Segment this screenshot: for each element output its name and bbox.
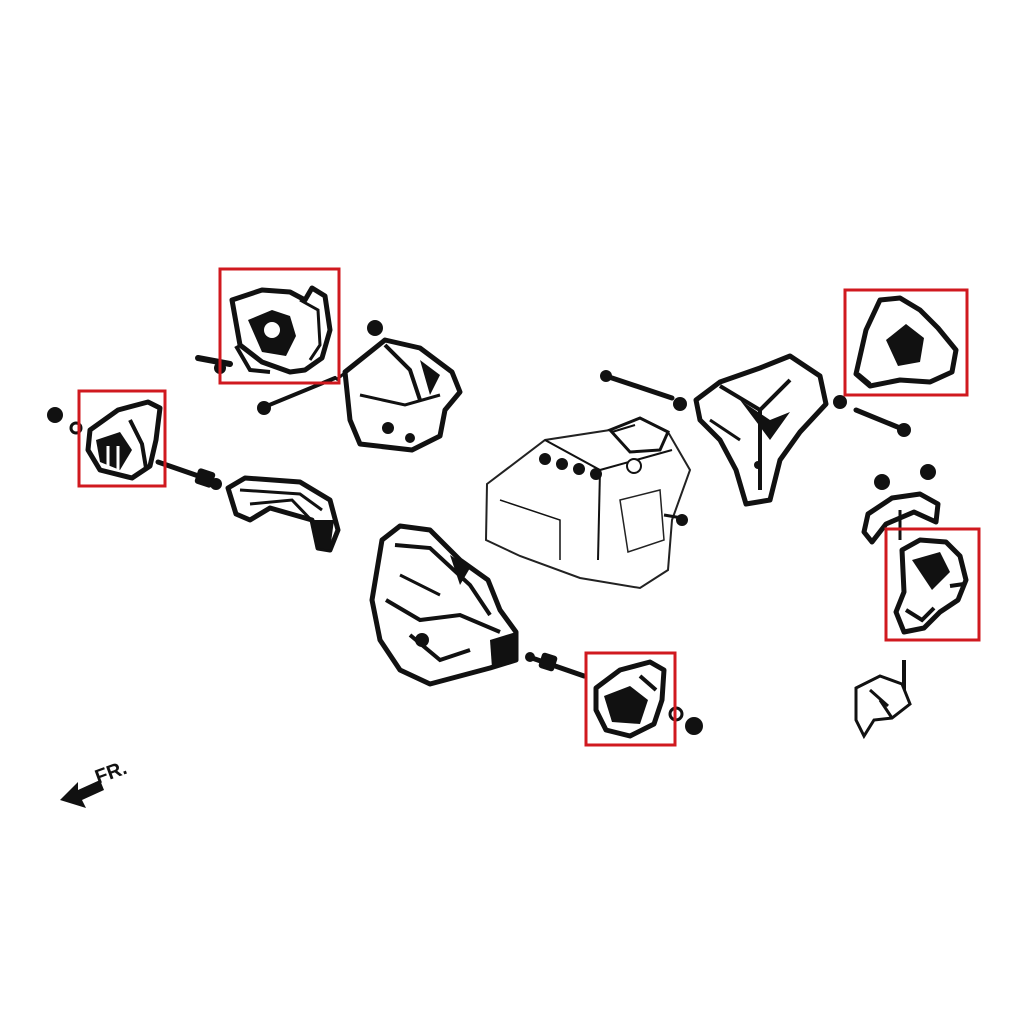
bolt-center-lower bbox=[525, 652, 587, 679]
nut-center-lower bbox=[685, 717, 703, 735]
mount-left bbox=[85, 399, 163, 481]
mount-upper-left bbox=[229, 285, 333, 375]
nut-left bbox=[47, 407, 63, 423]
engine-block bbox=[484, 416, 692, 590]
mount-right bbox=[893, 537, 969, 635]
mount-upper-right bbox=[853, 295, 959, 389]
bracket-lower-right bbox=[854, 660, 912, 740]
highlight-box-left bbox=[77, 389, 167, 488]
bolt-upper-left-a bbox=[195, 355, 233, 374]
nut-right-a bbox=[874, 474, 890, 490]
bracket-center-lower bbox=[369, 523, 519, 687]
bracket-left-rail bbox=[225, 475, 341, 553]
highlight-box-right bbox=[884, 527, 981, 642]
highlight-box-upper-right bbox=[843, 288, 969, 397]
nut-upper-left bbox=[367, 320, 383, 336]
highlight-box-upper-left bbox=[218, 267, 341, 385]
bolt-left bbox=[155, 459, 222, 490]
bracket-upper-right bbox=[693, 353, 829, 507]
highlight-box-center-lower bbox=[584, 651, 677, 747]
bracket-upper-left bbox=[335, 337, 463, 453]
front-direction-label: FR. bbox=[92, 757, 130, 789]
strap-right bbox=[861, 491, 941, 545]
arrow-left-icon bbox=[60, 780, 104, 808]
mount-center-lower bbox=[593, 659, 667, 739]
highlight-frames bbox=[77, 267, 981, 747]
washer-left bbox=[69, 421, 83, 435]
bolt-upper-right-b bbox=[833, 395, 911, 437]
front-direction-indicator: FR. bbox=[60, 757, 130, 808]
nut-right-b bbox=[920, 464, 936, 480]
bolt-upper-right-a bbox=[600, 370, 687, 411]
